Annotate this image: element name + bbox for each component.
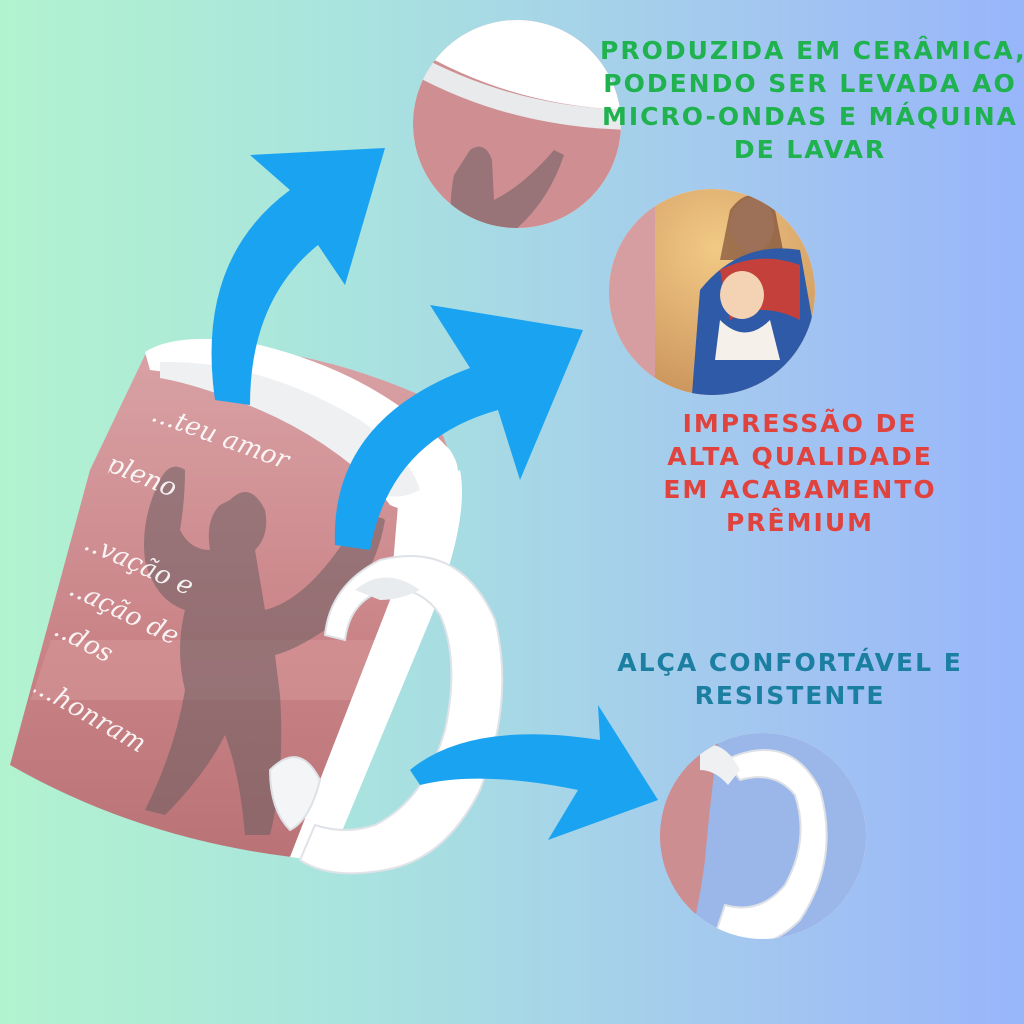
print-quality-text: IMPRESSÃO DE ALTA QUALIDADE EM ACABAMENT… (620, 407, 980, 539)
print-detail-circle (609, 189, 815, 395)
ceramic-line: DE LAVAR (733, 135, 887, 164)
arrow-to-rim-icon (211, 148, 385, 405)
handle-line: RESISTENTE (694, 681, 886, 710)
handle-detail-circle (660, 733, 866, 939)
rim-detail-circle (413, 20, 621, 228)
ceramic-line: PRODUZIDA EM CERÂMICA, (600, 36, 1024, 65)
print-line: ALTA QUALIDADE (667, 442, 933, 471)
print-line: EM ACABAMENTO (663, 475, 937, 504)
arrow-to-print-icon (334, 305, 583, 550)
mug-handle (268, 555, 504, 875)
print-line: IMPRESSÃO DE (682, 409, 918, 438)
print-line: PRÊMIUM (725, 508, 874, 537)
ceramic-feature-text: PRODUZIDA EM CERÂMICA, PODENDO SER LEVAD… (600, 34, 1024, 166)
ceramic-line: PODENDO SER LEVADA AO (603, 69, 1017, 98)
handle-feature-text: ALÇA CONFORTÁVEL E RESISTENTE (600, 646, 980, 712)
handle-line: ALÇA CONFORTÁVEL E (617, 648, 963, 677)
ceramic-line: MICRO-ONDAS E MÁQUINA (602, 102, 1018, 131)
arrow-to-handle-icon (410, 705, 658, 840)
